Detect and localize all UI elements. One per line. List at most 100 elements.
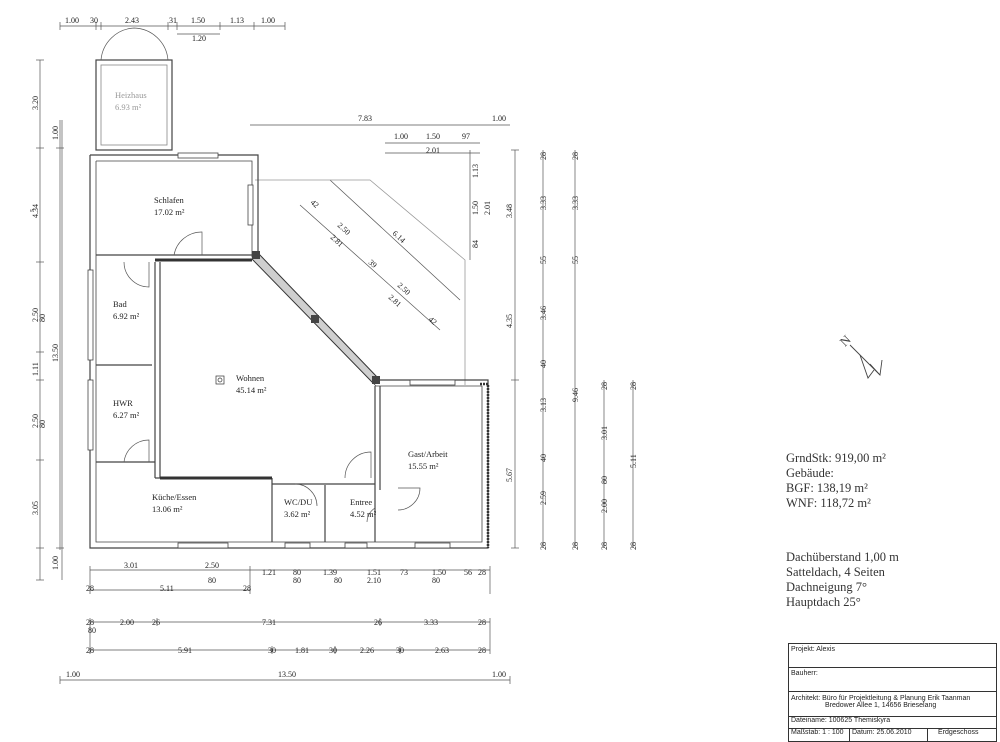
tb-date: Datum: 25.06.2010 bbox=[849, 729, 912, 741]
dim-dl-0: 6.14 bbox=[391, 229, 407, 245]
tb-architect-2: Bredower Allee 1, 14656 Brieselang bbox=[825, 702, 937, 709]
dim-left-sup: 5 bbox=[30, 209, 36, 212]
dim-d-5: 2.01 bbox=[426, 146, 440, 155]
dim-b3-3: 7.31 bbox=[262, 618, 276, 627]
dim-rc-3: 9.46 bbox=[571, 388, 580, 402]
tb-client: Bauherr: bbox=[791, 670, 818, 677]
dim-rc-1: 3.33 bbox=[571, 196, 580, 210]
dim-b1-2: 1.21 bbox=[262, 568, 276, 577]
dim-b3-6: 28 bbox=[478, 618, 486, 627]
north-arrow-icon: N bbox=[837, 332, 883, 379]
dim-b4-0: 28 bbox=[86, 646, 94, 655]
dim-rb-1: 3.33 bbox=[539, 196, 548, 210]
dim-dl-6: 42 bbox=[427, 315, 439, 327]
tb-scale-row: Maßstab: 1 : 100 Datum: 25.06.2010 Erdge… bbox=[789, 729, 996, 741]
room-entree-name: Entree bbox=[350, 497, 372, 507]
room-gast-area: 15.55 m² bbox=[408, 461, 439, 471]
room-entree-area: 4.52 m² bbox=[350, 509, 377, 519]
dim-b4-2: 30 bbox=[268, 646, 276, 655]
dim-d-1: 1.00 bbox=[492, 114, 506, 123]
dim-rd-0: 28 bbox=[600, 382, 609, 390]
chimney-flue bbox=[217, 377, 223, 383]
dim-left-inner-1: 80 bbox=[38, 314, 47, 322]
windows bbox=[87, 152, 456, 549]
dim-b4-1: 5.91 bbox=[178, 646, 192, 655]
dim-rb-5: 3.13 bbox=[539, 398, 548, 412]
dim-b1s-3: 2.10 bbox=[367, 576, 381, 585]
wnf-area: WNF: 118,72 m² bbox=[786, 496, 871, 510]
dim-rb-0: 28 bbox=[539, 152, 548, 160]
room-hwr-name: HWR bbox=[113, 398, 133, 408]
dim-top-0: 1.00 bbox=[65, 16, 79, 25]
dim-dl-3: 2.50 bbox=[396, 281, 412, 297]
roof-info: Dachüberstand 1,00 m Satteldach, 4 Seite… bbox=[786, 550, 899, 610]
building-label: Gebäude: bbox=[786, 466, 834, 480]
dim-bt-0: 1.00 bbox=[66, 670, 80, 679]
tb-file-row: Dateiname: 100625 Themiskyra bbox=[789, 717, 996, 729]
dim-di-1: 1.50 bbox=[471, 201, 480, 215]
dim-left-3: 1.11 bbox=[31, 362, 40, 376]
dim-re-2: 28 bbox=[629, 542, 638, 550]
dim-top-4: 1.50 bbox=[191, 16, 205, 25]
dim-rb-3: 3.46 bbox=[539, 306, 548, 320]
dim-left-0: 3.20 bbox=[31, 96, 40, 110]
plot-area: GrndStk: 919,00 m² bbox=[786, 451, 886, 465]
dim-d-4: 97 bbox=[462, 132, 470, 141]
dim-b1s-5: 28 bbox=[478, 568, 486, 577]
dim-ra-2: 5.67 bbox=[505, 468, 514, 482]
dim-bt-1: 13.50 bbox=[278, 670, 296, 679]
dim-top-sub: 1.20 bbox=[192, 34, 206, 43]
dim-b1-8: 56 bbox=[464, 568, 472, 577]
room-gast-name: Gast/Arbeit bbox=[408, 449, 448, 459]
dim-b3-0: 28 bbox=[86, 618, 94, 627]
dim-b2-0: 28 bbox=[86, 584, 94, 593]
dim-b1-4: 1.39 bbox=[323, 568, 337, 577]
dim-rd-1: 3.01 bbox=[600, 426, 609, 440]
room-heizhaus-area: 6.93 m² bbox=[115, 102, 142, 112]
dim-b2-2: 28 bbox=[243, 584, 251, 593]
dim-dl-5: 42 bbox=[309, 198, 321, 210]
dim-left-total: 13.50 bbox=[51, 344, 60, 362]
dim-b4-7: 2.63 bbox=[435, 646, 449, 655]
dim-b1-7: 1.50 bbox=[432, 568, 446, 577]
dim-left-inner-0: 1.00 bbox=[51, 126, 60, 140]
dim-rd-3: 2.00 bbox=[600, 499, 609, 513]
dim-d-3: 1.50 bbox=[426, 132, 440, 141]
dim-rc-2: 55 bbox=[571, 256, 580, 264]
tb-project-row: Projekt: Alexis bbox=[789, 644, 996, 668]
room-kueche-name: Küche/Essen bbox=[152, 492, 197, 502]
dim-b4-8: 28 bbox=[478, 646, 486, 655]
dim-rb-2: 55 bbox=[539, 256, 548, 264]
dim-dl-7: 39 bbox=[367, 258, 379, 270]
room-bad-area: 6.92 m² bbox=[113, 311, 140, 321]
dim-top-5: 1.13 bbox=[230, 16, 244, 25]
dim-bt-2: 1.00 bbox=[492, 670, 506, 679]
dim-b2-1: 5.11 bbox=[160, 584, 174, 593]
main-roof-pitch: Hauptdach 25° bbox=[786, 595, 861, 609]
dim-top-3: 31 bbox=[169, 16, 177, 25]
dim-rb-7: 2.59 bbox=[539, 491, 548, 505]
tb-client-row: Bauherr: bbox=[789, 668, 996, 692]
dim-b3-2: 26 bbox=[152, 618, 160, 627]
room-labels: Heizhaus 6.93 m² Schlafen 17.02 m² Bad 6… bbox=[113, 90, 448, 519]
room-bad-name: Bad bbox=[113, 299, 127, 309]
dim-rd-4: 28 bbox=[600, 542, 609, 550]
dim-b3-4: 26 bbox=[374, 618, 382, 627]
room-wc-name: WC/DU bbox=[284, 497, 312, 507]
dimension-labels: 1.00 30 2.43 31 1.50 1.13 1.00 1.20 3.20… bbox=[30, 16, 638, 679]
dim-rc-0: 28 bbox=[571, 152, 580, 160]
room-hwr-area: 6.27 m² bbox=[113, 410, 140, 420]
roof-outline bbox=[255, 179, 466, 385]
dim-rd-2: 80 bbox=[600, 476, 609, 484]
dim-d-2: 1.00 bbox=[394, 132, 408, 141]
dim-b1s-2: 80 bbox=[334, 576, 342, 585]
dim-top-6: 1.00 bbox=[261, 16, 275, 25]
dim-top-1: 30 bbox=[90, 16, 98, 25]
area-summary: GrndStk: 919,00 m² Gebäude: BGF: 138,19 … bbox=[786, 451, 886, 511]
dim-left-2: 2.50 bbox=[31, 308, 40, 322]
dim-rb-6: 40 bbox=[539, 454, 548, 462]
dim-b1s-1: 80 bbox=[293, 576, 301, 585]
dim-left-1: 4.34 bbox=[31, 204, 40, 218]
dim-b3-5: 3.33 bbox=[424, 618, 438, 627]
